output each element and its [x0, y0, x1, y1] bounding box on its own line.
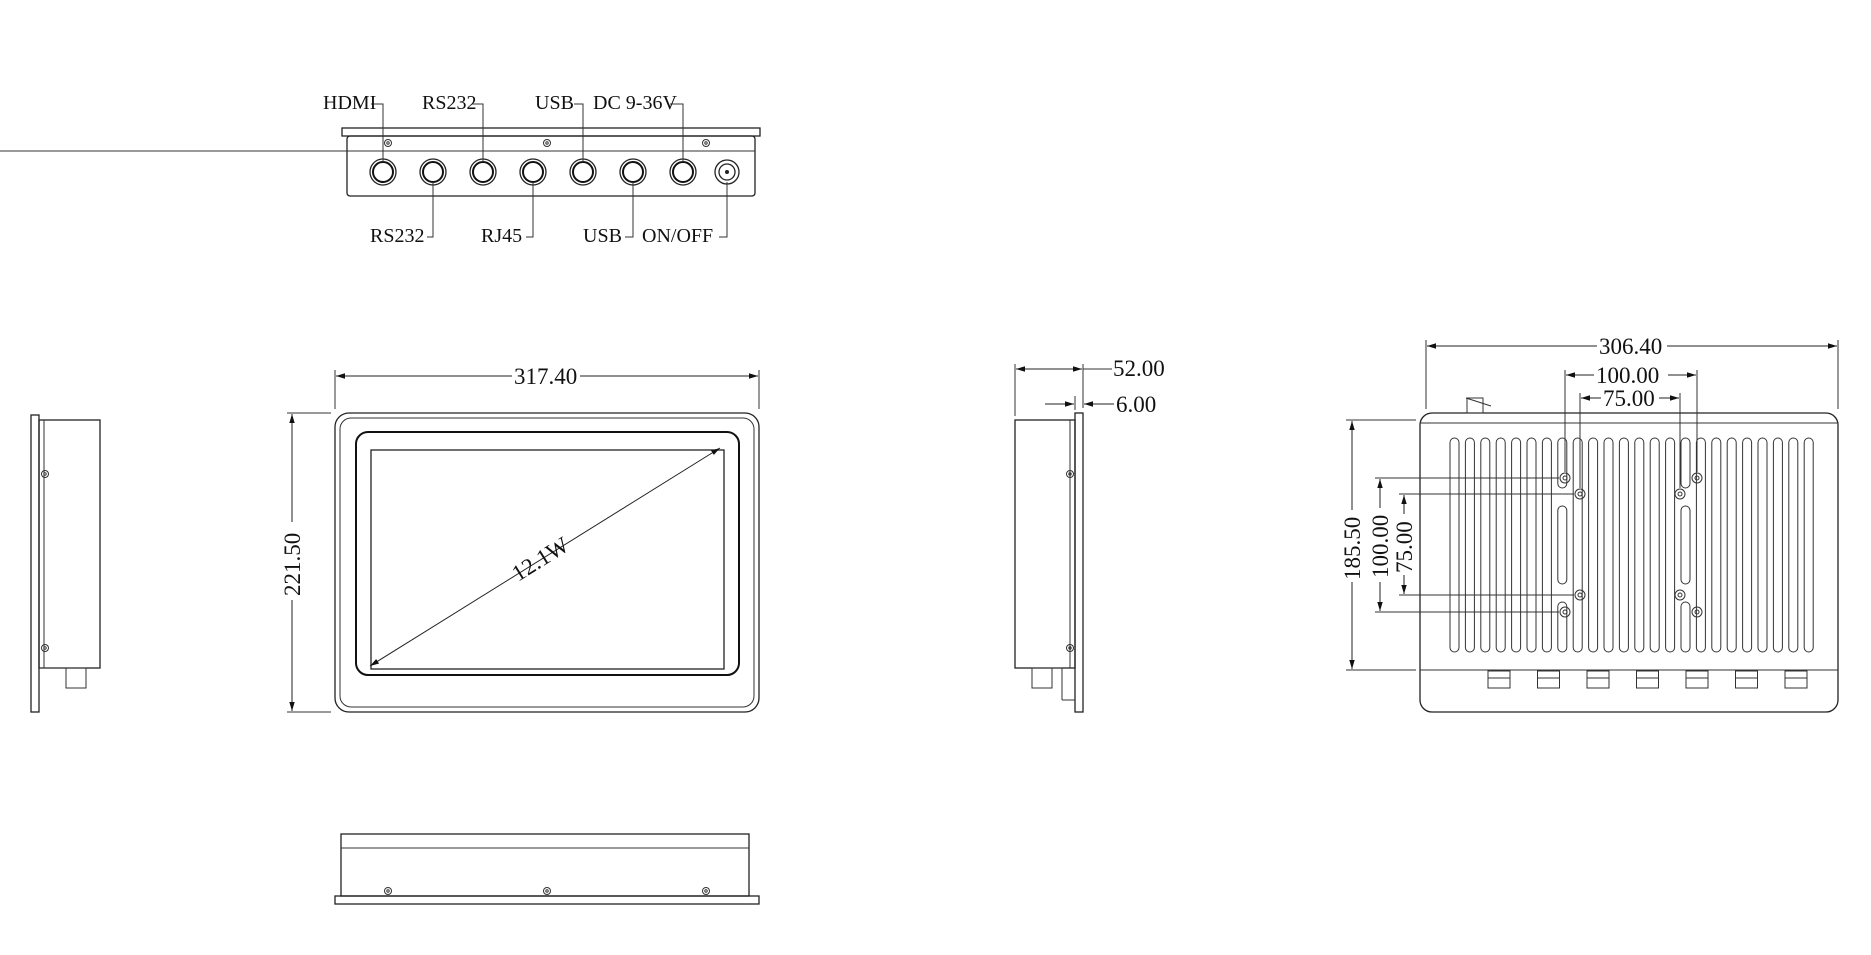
- vesa-large-vertical-dimension: 100.00: [1368, 477, 1559, 613]
- rear-height-dimension: 185.50: [1340, 419, 1416, 671]
- rear-connector: [1685, 670, 1709, 689]
- rear-view: [1419, 397, 1839, 713]
- heatsink-fin: [1464, 437, 1475, 653]
- heatsink-fin: [1788, 437, 1799, 653]
- heatsink-fin-segment: [1557, 505, 1568, 585]
- heatsink-fin-segment: [1557, 601, 1568, 653]
- heatsink-fin: [1603, 437, 1614, 653]
- rear-port-row: [1487, 670, 1808, 689]
- vesa-small-vertical-dimension: 75.00: [1392, 493, 1574, 596]
- vesa-small-height-label: 75.00: [1392, 521, 1417, 573]
- rear-connector: [1636, 670, 1659, 689]
- heatsink-fin: [1772, 437, 1783, 653]
- heatsink-fin: [1757, 437, 1768, 653]
- port-label-hdmi: HDMI: [323, 92, 376, 114]
- heatsink-fin-segment: [1680, 505, 1691, 585]
- heatsink-fin: [1495, 437, 1506, 653]
- heatsink-fin: [1588, 437, 1599, 653]
- heatsink-fin: [1726, 437, 1737, 653]
- heatsink-fin: [1526, 437, 1537, 653]
- rear-connector: [1784, 670, 1808, 689]
- vesa-mount-holes: [1559, 472, 1703, 618]
- port-label-on-off: ON/OFF: [642, 225, 713, 247]
- heatsink-fin: [1480, 437, 1491, 653]
- side-depth-dimension: 52.00: [1014, 356, 1165, 416]
- heatsink-fin: [1742, 437, 1753, 653]
- port-leaders: [371, 103, 728, 238]
- heatsink-fin: [1618, 437, 1629, 653]
- heatsink-fin: [1649, 437, 1660, 653]
- port-label-usb-bottom: USB: [583, 225, 622, 247]
- side-bezel-dimension: 6.00: [1045, 392, 1156, 417]
- side-depth-label: 52.00: [1113, 356, 1165, 381]
- rear-connector: [1537, 670, 1560, 689]
- vesa-large-width-label: 100.00: [1596, 363, 1659, 388]
- port-label-rj45: RJ45: [481, 225, 522, 247]
- rear-width-dimension: 306.40: [1425, 334, 1839, 409]
- io-port-view: HDMI RS232 USB DC 9-36V RS232 RJ45 USB O…: [0, 92, 761, 247]
- heatsink-fin-segment: [1680, 601, 1691, 653]
- heatsink-fin: [1541, 437, 1552, 653]
- heatsink-fin: [1803, 437, 1814, 653]
- port-label-rs232-top: RS232: [422, 92, 476, 114]
- left-side-view: [30, 414, 101, 713]
- bottom-view: [334, 833, 760, 905]
- vesa-large-horizontal-dimension: 100.00: [1564, 363, 1698, 472]
- right-side-view: [1014, 412, 1084, 713]
- port-label-rs232-bottom: RS232: [370, 225, 424, 247]
- rear-connector: [1735, 670, 1758, 689]
- rear-connector: [1586, 670, 1610, 689]
- heatsink-fin: [1665, 437, 1676, 653]
- heatsink-fin: [1695, 437, 1706, 653]
- heatsink-fin: [1572, 437, 1583, 653]
- front-height-label: 221.50: [280, 533, 305, 596]
- screw-row-top: [384, 139, 710, 147]
- heatsink-fins: [1449, 437, 1814, 653]
- heatsink-fin-segment: [1557, 437, 1568, 489]
- vesa-small-width-label: 75.00: [1603, 386, 1655, 411]
- front-width-dimension: 317.40: [334, 364, 760, 409]
- rear-connector: [1487, 670, 1511, 689]
- port-label-usb-top: USB: [535, 92, 574, 114]
- front-width-label: 317.40: [514, 364, 577, 389]
- port-label-dc-input: DC 9-36V: [593, 92, 677, 114]
- vesa-large-height-label: 100.00: [1368, 515, 1393, 578]
- heatsink-fin-segment: [1680, 437, 1691, 489]
- diagonal-size-label: 12.1W: [507, 532, 573, 586]
- heatsink-fin: [1511, 437, 1522, 653]
- front-height-dimension: 221.50: [280, 412, 331, 713]
- front-view: 12.1W: [334, 412, 760, 713]
- port-connectors: [369, 158, 740, 186]
- side-bezel-label: 6.00: [1116, 392, 1156, 417]
- heatsink-fin: [1449, 437, 1460, 653]
- heatsink-fin: [1711, 437, 1722, 653]
- rear-height-label: 185.50: [1340, 517, 1365, 580]
- vesa-small-horizontal-dimension: 75.00: [1579, 386, 1681, 488]
- heatsink-fin: [1634, 437, 1645, 653]
- rear-width-label: 306.40: [1599, 334, 1662, 359]
